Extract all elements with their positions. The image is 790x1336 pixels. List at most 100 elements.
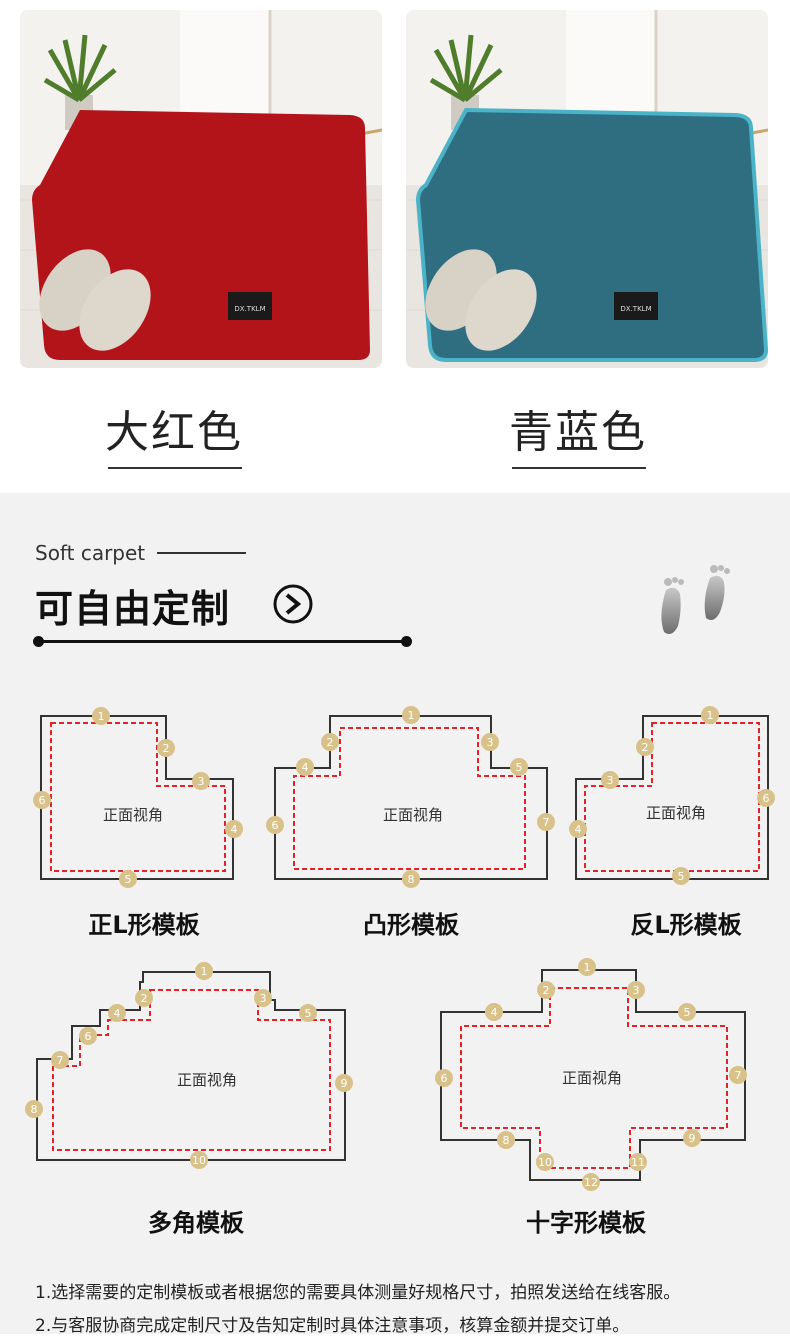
svg-text:5: 5 [305,1007,312,1020]
svg-text:9: 9 [689,1132,696,1145]
marker: 1 [195,962,213,980]
svg-text:10: 10 [192,1154,206,1167]
marker: 6 [757,789,775,807]
marker: 6 [435,1069,453,1087]
marker: 1 [92,707,110,725]
svg-text:3: 3 [260,992,267,1005]
label-underline [512,467,646,469]
svg-text:8: 8 [31,1103,38,1116]
svg-text:7: 7 [57,1054,64,1067]
svg-text:8: 8 [503,1134,510,1147]
svg-text:10: 10 [538,1156,552,1169]
svg-text:4: 4 [231,823,238,836]
svg-text:DX.TKLM: DX.TKLM [234,305,265,313]
marker: 4 [296,758,314,776]
marker: 9 [683,1129,701,1147]
marker: 5 [678,1003,696,1021]
templates-diagram: 正面视角 正面视角 正面视角 正面视角 正面视角 1 2 3 4 5 6 1 2… [25,706,775,1191]
svg-text:7: 7 [543,816,550,829]
marker: 4 [225,820,243,838]
view-label: 正面视角 [646,804,706,822]
marker: 3 [627,981,645,999]
template-name-l[interactable]: 正L形模板 [88,911,200,939]
marker: 2 [636,738,654,756]
template-l-shape [40,715,234,880]
svg-text:4: 4 [575,823,582,836]
marker: 1 [578,958,596,976]
template-convex [274,715,548,880]
teal-mat-photo[interactable]: DX.TKLM [406,10,768,368]
svg-text:5: 5 [678,870,685,883]
view-label: 正面视角 [562,1069,622,1087]
svg-text:3: 3 [487,736,494,749]
view-label: 正面视角 [103,806,163,824]
svg-text:5: 5 [125,873,132,886]
markers: 1 2 3 4 5 6 1 2 3 4 5 6 7 8 1 2 3 4 5 6 … [25,706,775,1191]
marker: 5 [672,867,690,885]
title-rule [38,640,408,643]
color-label-teal: 青蓝色 [509,407,647,458]
marker: 7 [537,813,555,831]
svg-text:1: 1 [408,709,415,722]
svg-text:3: 3 [633,984,640,997]
template-name-polygon[interactable]: 多角模板 [148,1209,244,1237]
product-color-section: DX.TKLM DX.TKLM [0,0,790,493]
svg-text:6: 6 [39,794,46,807]
svg-text:1: 1 [584,961,591,974]
svg-text:5: 5 [684,1006,691,1019]
marker: 7 [51,1051,69,1069]
marker: 1 [701,706,719,724]
instruction-note-2: 2.与客服协商完成定制尺寸及告知定制时具体注意事项，核算金额并提交订单。 [35,1316,630,1336]
svg-text:5: 5 [516,761,523,774]
customization-section [0,493,790,1334]
template-polygon [36,971,346,1161]
marker: 5 [510,758,528,776]
svg-text:11: 11 [631,1156,645,1169]
svg-text:6: 6 [763,792,770,805]
svg-text:4: 4 [491,1006,498,1019]
circle-arrow-right-icon[interactable] [272,583,314,625]
svg-text:8: 8 [408,873,415,886]
svg-text:7: 7 [735,1069,742,1082]
marker: 12 [582,1173,600,1191]
template-name-cross[interactable]: 十字形模板 [526,1209,646,1237]
marker: 3 [601,771,619,789]
marker: 2 [135,989,153,1007]
svg-text:4: 4 [114,1007,121,1020]
marker: 1 [402,706,420,724]
instruction-note-1: 1.选择需要的定制模板或者根据您的需要具体测量好规格尺寸，拍照发送给在线客服。 [35,1283,681,1303]
svg-text:3: 3 [198,775,205,788]
marker: 2 [157,739,175,757]
marker: 2 [537,981,555,999]
view-label: 正面视角 [177,1071,237,1089]
marker: 5 [119,870,137,888]
svg-text:3: 3 [607,774,614,787]
marker: 4 [485,1003,503,1021]
slippers-icon [39,249,151,351]
label-underline [108,467,242,469]
template-name-convex[interactable]: 凸形模板 [363,911,459,939]
section-subtitle: Soft carpet [35,541,146,565]
view-label: 正面视角 [383,806,443,824]
marker: 8 [25,1100,43,1118]
rule-dot-right [401,636,412,647]
marker: 6 [33,791,51,809]
subtitle-line [157,552,246,554]
marker: 8 [497,1131,515,1149]
marker: 3 [192,772,210,790]
svg-text:6: 6 [441,1072,448,1085]
svg-text:2: 2 [327,736,334,749]
svg-text:2: 2 [543,984,550,997]
svg-text:DX.TKLM: DX.TKLM [620,305,651,313]
marker: 10 [190,1151,208,1169]
marker: 7 [729,1066,747,1084]
svg-text:12: 12 [584,1176,598,1189]
section-title: 可自由定制 [35,587,231,631]
marker: 11 [629,1153,647,1171]
slippers-icon [425,249,537,351]
marker: 6 [79,1027,97,1045]
marker: 9 [335,1074,353,1092]
template-name-reverse-l[interactable]: 反L形模板 [630,911,742,939]
color-label-red: 大红色 [105,407,243,458]
red-mat-photo[interactable]: DX.TKLM [20,10,382,368]
